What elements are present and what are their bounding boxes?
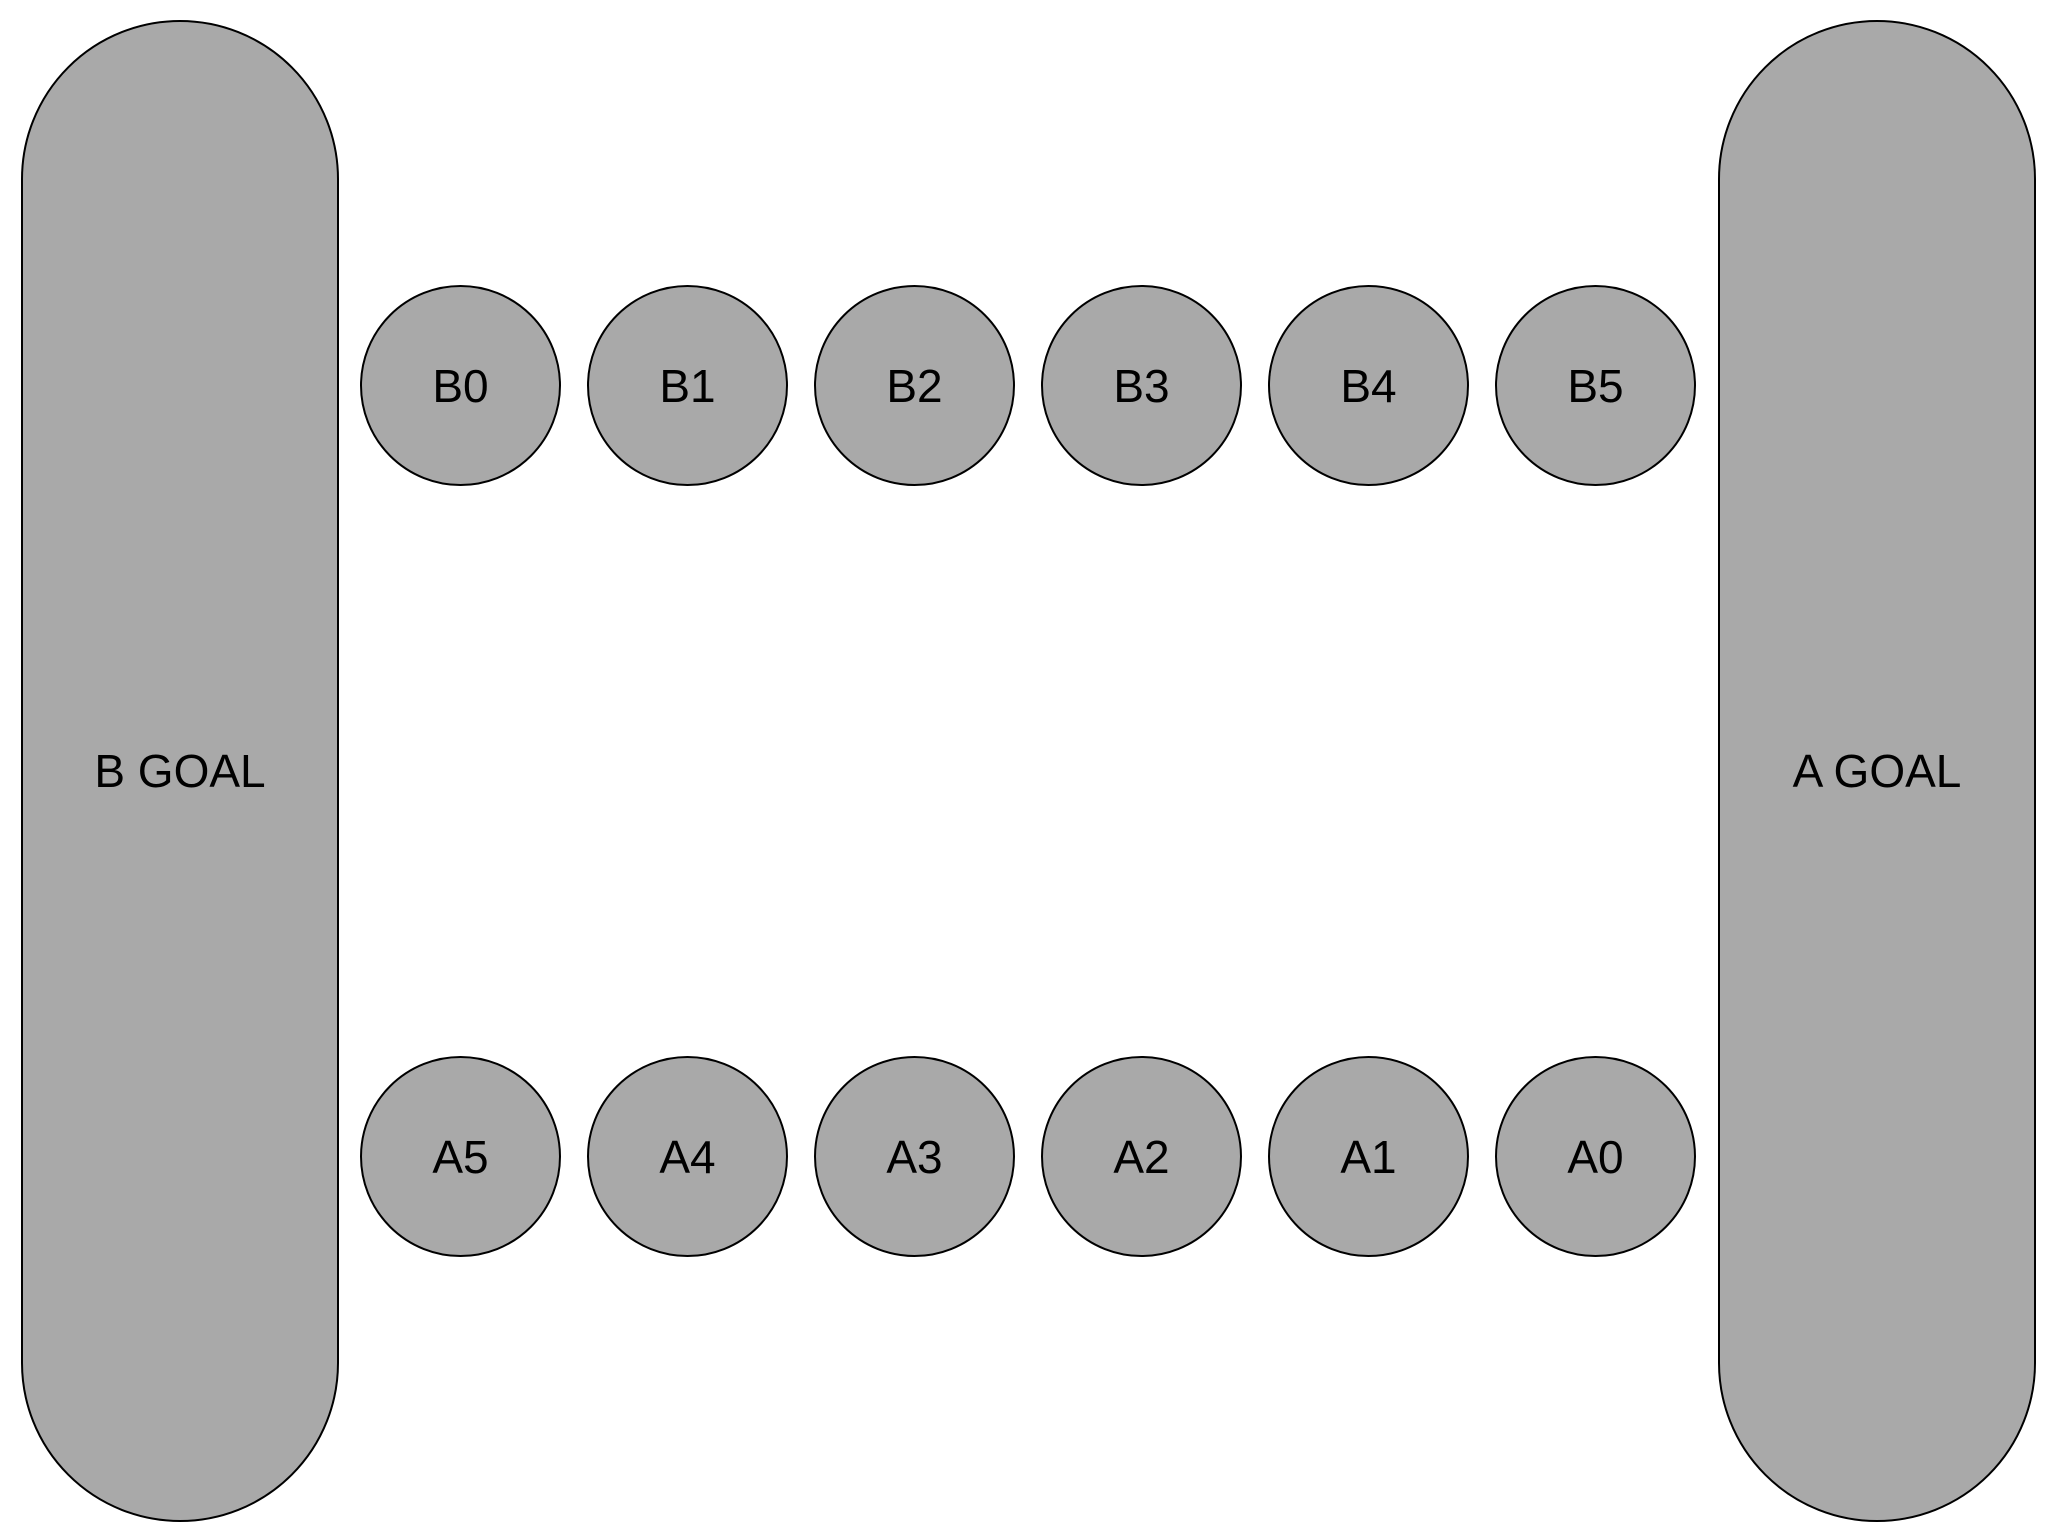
pit-b2[interactable]: B2: [814, 285, 1015, 486]
pit-a1[interactable]: A1: [1268, 1056, 1469, 1257]
pit-label: B4: [1340, 359, 1397, 412]
pit-label: A3: [886, 1130, 943, 1183]
pit-a0[interactable]: A0: [1495, 1056, 1696, 1257]
pit-b3[interactable]: B3: [1041, 285, 1242, 486]
pit-label: B2: [886, 359, 943, 412]
pit-a4[interactable]: A4: [587, 1056, 788, 1257]
pit-label: B5: [1567, 359, 1624, 412]
b-goal-store[interactable]: B GOAL: [21, 20, 339, 1522]
a-goal-store[interactable]: A GOAL: [1718, 20, 2036, 1522]
pit-label: B1: [659, 359, 716, 412]
a-goal-label: A GOAL: [1792, 745, 1962, 797]
pit-b5[interactable]: B5: [1495, 285, 1696, 486]
pit-label: B0: [432, 359, 489, 412]
pit-a3[interactable]: A3: [814, 1056, 1015, 1257]
pit-label: A0: [1567, 1130, 1624, 1183]
pit-a5[interactable]: A5: [360, 1056, 561, 1257]
pit-b0[interactable]: B0: [360, 285, 561, 486]
pit-label: A2: [1113, 1130, 1170, 1183]
pit-label: A1: [1340, 1130, 1397, 1183]
pit-label: A5: [432, 1130, 489, 1183]
b-goal-label: B GOAL: [94, 745, 266, 797]
pit-b4[interactable]: B4: [1268, 285, 1469, 486]
pit-label: A4: [659, 1130, 716, 1183]
pit-label: B3: [1113, 359, 1170, 412]
pit-b1[interactable]: B1: [587, 285, 788, 486]
pit-a2[interactable]: A2: [1041, 1056, 1242, 1257]
